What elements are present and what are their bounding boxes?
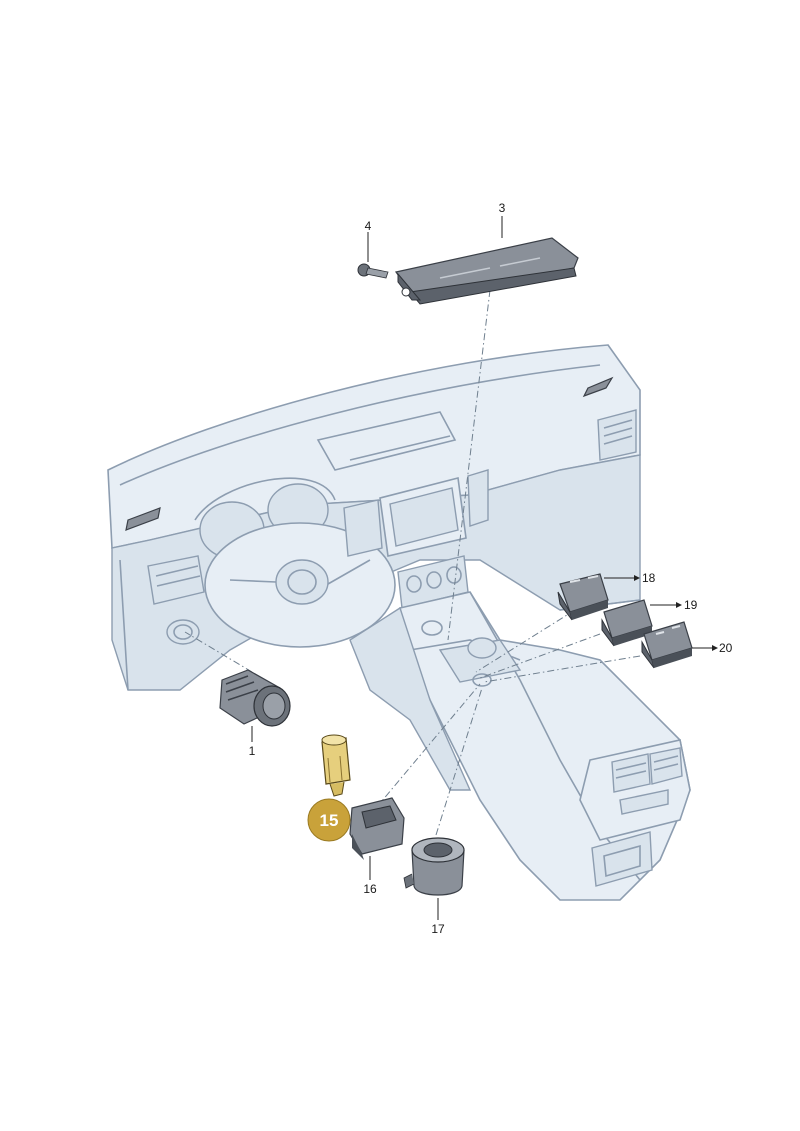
callout-15-badge: 15 — [307, 798, 351, 842]
part-16-console-socket — [349, 797, 405, 860]
leader-lines — [184, 289, 641, 836]
part-20-switch — [641, 621, 693, 669]
part-19-switch-blank — [601, 599, 653, 647]
part-15-socket-highlighted — [321, 734, 351, 797]
callout-leads — [251, 216, 718, 920]
callout-3: 3 — [499, 201, 506, 215]
callout-15: 15 — [320, 811, 339, 830]
callout-18: 18 — [642, 571, 656, 585]
part-17-round-housing — [403, 837, 465, 896]
callout-17: 17 — [431, 922, 445, 936]
callout-19: 19 — [684, 598, 698, 612]
callout-20: 20 — [719, 641, 733, 655]
callout-16: 16 — [363, 882, 377, 896]
callout-4: 4 — [365, 219, 372, 233]
part-18-switch — [557, 573, 609, 621]
part-3-trim-bracket — [394, 237, 579, 305]
part-4-screw — [357, 263, 389, 279]
dashboard-illustration — [107, 344, 691, 901]
callout-1: 1 — [249, 744, 256, 758]
part-1-light-switch — [219, 669, 291, 727]
